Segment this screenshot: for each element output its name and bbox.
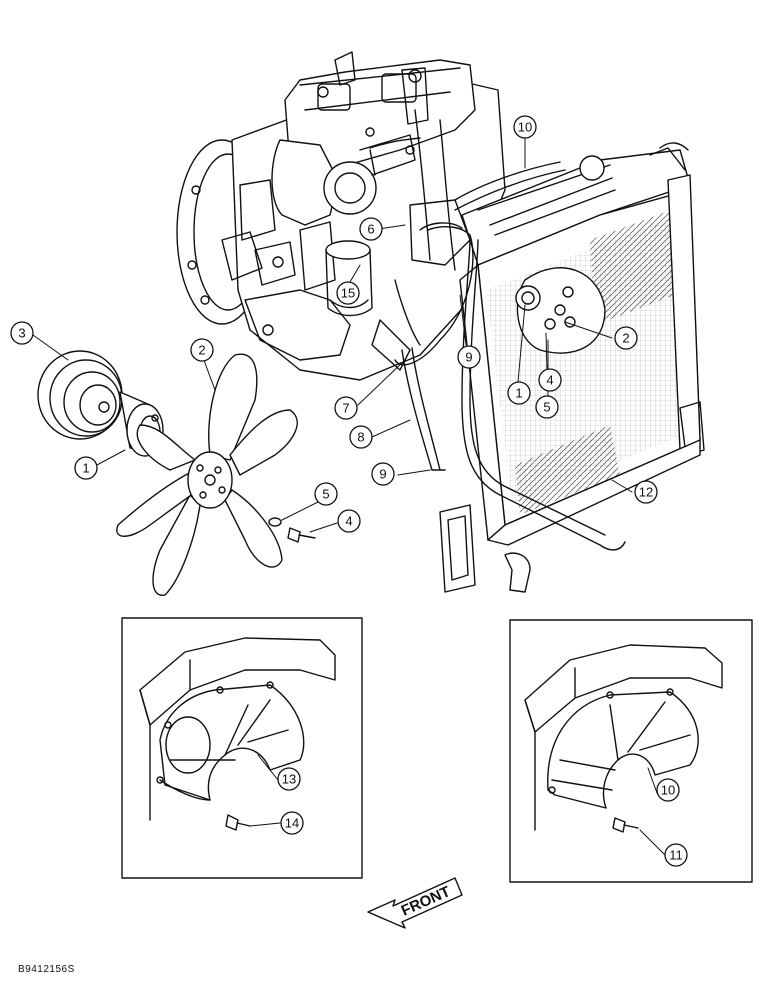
callout-circle	[190, 338, 214, 362]
callout-c15: 15	[336, 281, 360, 305]
callout-c6: 6	[359, 217, 383, 241]
front-direction-arrow	[367, 877, 463, 929]
fan-pulley	[37, 350, 123, 440]
callout-number: 7	[342, 401, 349, 416]
callout-c9a: 9	[457, 345, 481, 369]
callout-c4a: 4	[337, 509, 361, 533]
callout-c12: 12	[634, 480, 658, 504]
front-label: FRONT	[399, 883, 453, 920]
callout-c10a: 10	[513, 115, 537, 139]
callout-circle	[359, 217, 383, 241]
callout-number: 15	[341, 286, 355, 301]
callout-c10b: 10	[656, 778, 680, 802]
radiator-assembly	[394, 142, 705, 593]
engine-block	[176, 51, 506, 381]
callout-c3: 3	[10, 321, 34, 345]
callout-number: 14	[285, 816, 299, 831]
callout-c9b: 9	[371, 462, 395, 486]
cooling-fan	[116, 353, 298, 596]
callout-number: 13	[282, 772, 296, 787]
callout-c5a: 5	[314, 482, 338, 506]
callout-circle	[280, 811, 304, 835]
callout-c4b: 4	[538, 368, 562, 392]
callout-circle	[337, 509, 361, 533]
callout-circle	[535, 395, 559, 419]
callout-number: 4	[546, 373, 553, 388]
callout-c2a: 2	[190, 338, 214, 362]
callout-circle	[74, 456, 98, 480]
callout-circle	[336, 281, 360, 305]
callout-c11: 11	[664, 843, 688, 867]
callout-circle	[371, 462, 395, 486]
callout-number: 10	[661, 783, 675, 798]
callout-number: 9	[465, 350, 472, 365]
callout-number: 6	[367, 222, 374, 237]
callout-circle	[513, 115, 537, 139]
callout-c13: 13	[277, 767, 301, 791]
callout-c1a: 1	[74, 456, 98, 480]
callout-circle	[457, 345, 481, 369]
callout-number: 5	[322, 487, 329, 502]
callout-c1b: 1	[507, 381, 531, 405]
callout-circle	[277, 767, 301, 791]
callout-circle	[349, 425, 373, 449]
callout-number: 1	[515, 386, 522, 401]
callout-circle	[10, 321, 34, 345]
washer	[268, 517, 282, 527]
callout-number: 9	[379, 467, 386, 482]
drawing-code: B9412156S	[18, 964, 75, 975]
callout-number: 3	[18, 326, 25, 341]
callout-circle	[656, 778, 680, 802]
callout-c14: 14	[280, 811, 304, 835]
callout-number: 11	[669, 848, 683, 863]
callout-circle	[507, 381, 531, 405]
callout-circle	[334, 396, 358, 420]
callout-c7: 7	[334, 396, 358, 420]
callout-circle	[314, 482, 338, 506]
callout-circle	[634, 480, 658, 504]
leader-lines	[32, 137, 666, 856]
callout-circle	[614, 326, 638, 350]
inset-fan-shroud-ring	[121, 617, 363, 879]
callout-number: 8	[357, 430, 364, 445]
callout-number: 12	[639, 485, 653, 500]
callout-circle	[664, 843, 688, 867]
callout-number: 1	[82, 461, 89, 476]
callout-c2b: 2	[614, 326, 638, 350]
callout-number: 2	[198, 343, 205, 358]
callout-number: 4	[345, 514, 352, 529]
callout-number: 2	[622, 331, 629, 346]
bolt	[287, 527, 316, 543]
callout-c8: 8	[349, 425, 373, 449]
callout-number: 10	[518, 120, 532, 135]
callout-c5b: 5	[535, 395, 559, 419]
inset-fan-shroud-guard	[509, 619, 753, 883]
callout-number: 5	[543, 400, 550, 415]
callout-circle	[538, 368, 562, 392]
